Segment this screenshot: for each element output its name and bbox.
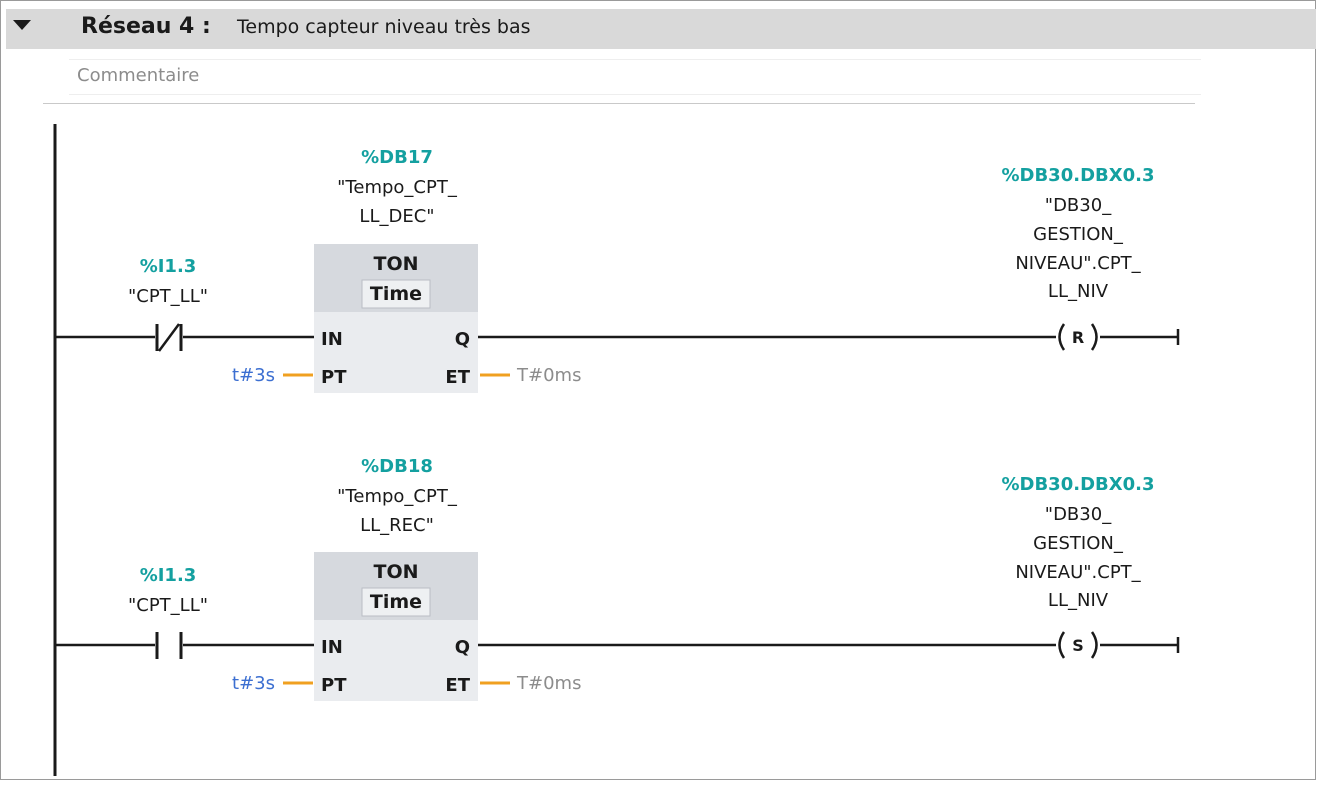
pin-q-label: Q — [455, 637, 470, 658]
timer-datatype-box[interactable] — [361, 279, 431, 309]
coil-kind: R — [1072, 328, 1084, 347]
pin-pt-label: PT — [321, 675, 347, 696]
rung-1: %I1.3 "CPT_LL" %DB17 "Tempo_CPT_ LL_DEC"… — [55, 147, 1180, 393]
timer-instance-name-line1[interactable]: "Tempo_CPT_ — [337, 177, 458, 198]
network-label: Réseau 4 : — [81, 14, 211, 39]
et-value[interactable]: T#0ms — [516, 673, 581, 694]
normally-closed-contact-icon[interactable] — [155, 323, 183, 352]
timer-datatype[interactable]: Time — [370, 283, 422, 305]
comment-divider — [43, 103, 1195, 104]
normally-open-contact-icon[interactable] — [155, 632, 183, 659]
coil-symbol-line4[interactable]: LL_NIV — [1048, 281, 1109, 302]
ton-timer-box[interactable]: TON Time IN PT Q ET — [314, 244, 478, 393]
timer-instance-address[interactable]: %DB18 — [361, 456, 433, 477]
pt-value[interactable]: t#3s — [232, 673, 275, 694]
contact-symbol[interactable]: "CPT_LL" — [128, 595, 208, 616]
et-value[interactable]: T#0ms — [516, 365, 581, 386]
pin-in-label: IN — [321, 637, 343, 658]
pin-q-label: Q — [455, 329, 470, 350]
reset-coil-icon[interactable]: R — [1058, 323, 1098, 351]
contact-address[interactable]: %I1.3 — [140, 565, 197, 586]
coil-symbol-line1[interactable]: "DB30_ — [1045, 195, 1112, 216]
coil-symbol-line2[interactable]: GESTION_ — [1033, 533, 1124, 554]
coil-symbol-line2[interactable]: GESTION_ — [1033, 224, 1124, 245]
coil-kind: S — [1072, 636, 1084, 655]
ton-timer-box[interactable]: TON Time IN PT Q ET — [314, 552, 478, 701]
coil-address[interactable]: %DB30.DBX0.3 — [1001, 474, 1154, 495]
timer-type: TON — [373, 253, 418, 275]
timer-instance-name-line2[interactable]: LL_REC" — [360, 515, 434, 536]
timer-instance-name-line2[interactable]: LL_DEC" — [359, 206, 434, 227]
coil-symbol-line1[interactable]: "DB30_ — [1045, 504, 1112, 525]
coil-symbol-line3[interactable]: NIVEAU".CPT_ — [1015, 253, 1141, 274]
collapse-triangle-icon[interactable] — [13, 20, 31, 30]
pin-et-label: ET — [445, 367, 470, 388]
set-coil-icon[interactable]: S — [1058, 631, 1098, 659]
timer-type: TON — [373, 561, 418, 583]
pt-value[interactable]: t#3s — [232, 365, 275, 386]
rung-2: %I1.3 "CPT_LL" %DB18 "Tempo_CPT_ LL_REC"… — [55, 456, 1180, 701]
contact-address[interactable]: %I1.3 — [140, 256, 197, 277]
timer-instance-address[interactable]: %DB17 — [361, 147, 433, 168]
coil-symbol-line3[interactable]: NIVEAU".CPT_ — [1015, 562, 1141, 583]
timer-instance-name-line1[interactable]: "Tempo_CPT_ — [337, 486, 458, 507]
pin-et-label: ET — [445, 675, 470, 696]
contact-symbol[interactable]: "CPT_LL" — [128, 286, 208, 307]
pin-pt-label: PT — [321, 367, 347, 388]
network-title[interactable]: Tempo capteur niveau très bas — [237, 16, 531, 38]
network-header[interactable] — [6, 9, 1316, 49]
coil-address[interactable]: %DB30.DBX0.3 — [1001, 165, 1154, 186]
network-comment-field[interactable]: Commentaire — [69, 59, 1201, 95]
timer-datatype-box[interactable] — [361, 587, 431, 617]
coil-symbol-line4[interactable]: LL_NIV — [1048, 590, 1109, 611]
timer-datatype[interactable]: Time — [370, 591, 422, 613]
pin-in-label: IN — [321, 329, 343, 350]
